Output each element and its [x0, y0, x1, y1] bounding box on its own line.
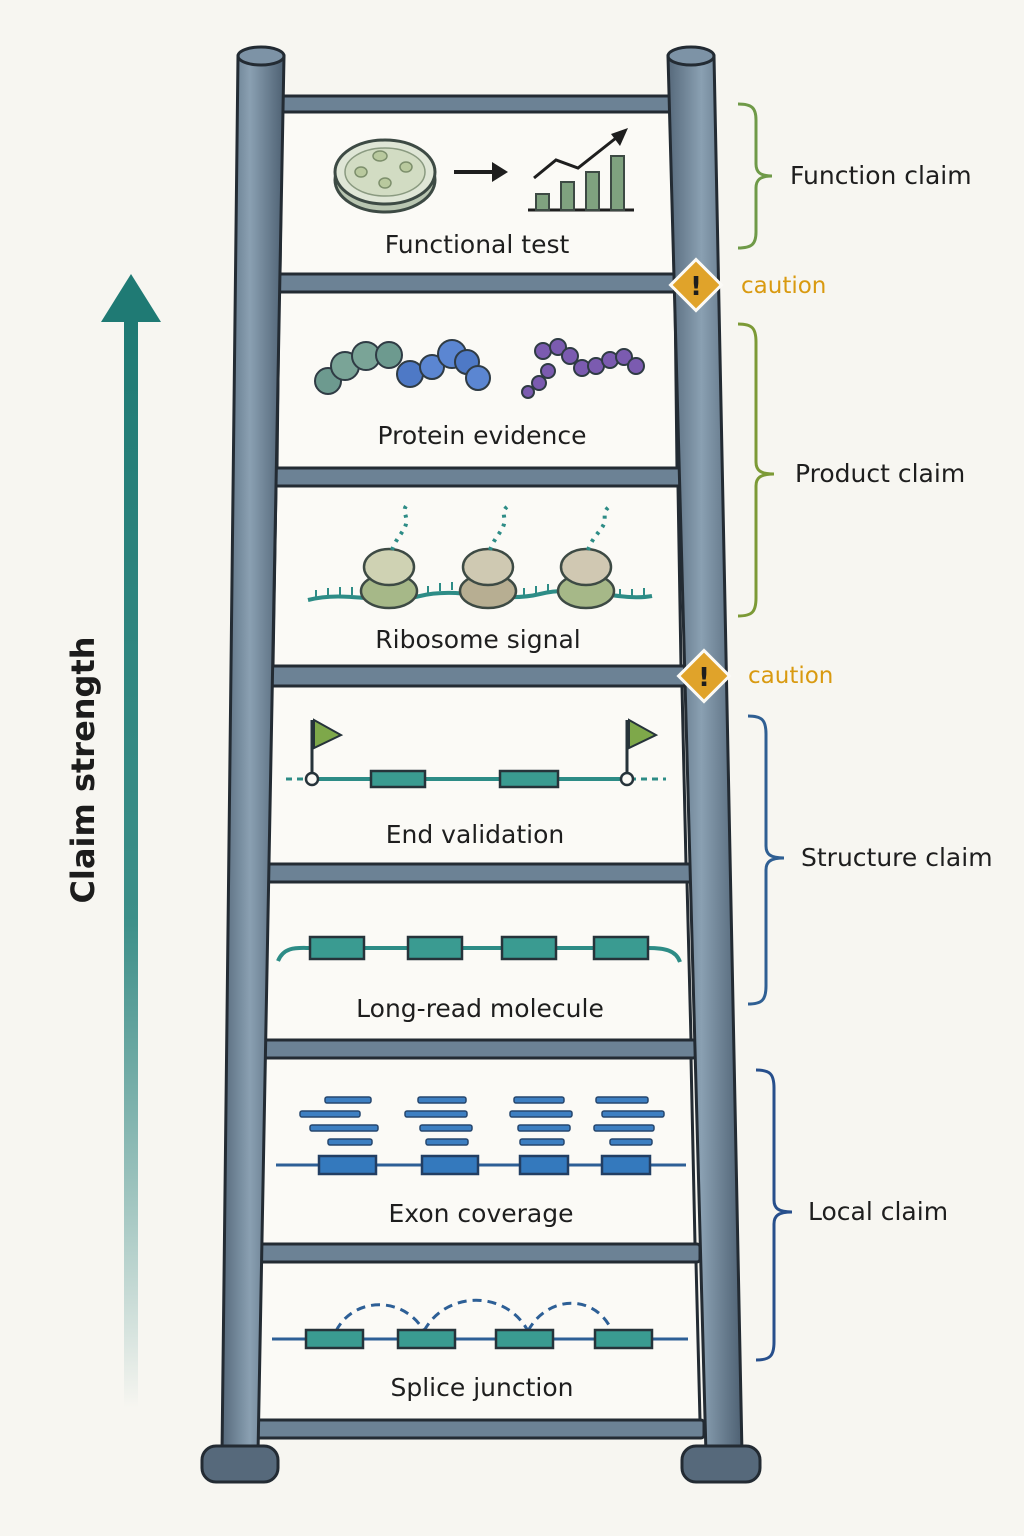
- rung-label-functional-test: Functional test: [385, 230, 570, 259]
- caution-exclamation-icon: !: [690, 272, 702, 302]
- caution-exclamation-icon: !: [698, 663, 710, 693]
- bracket-local-claim: [755, 1068, 793, 1362]
- bracket-product-claim: [737, 322, 775, 618]
- rung-bar: [276, 94, 680, 114]
- claim-label-function: Function claim: [790, 161, 972, 190]
- rung-label-exon-coverage: Exon coverage: [389, 1199, 574, 1228]
- rung-bar: [270, 466, 686, 488]
- rung-bar: [274, 272, 682, 294]
- rung-label-protein-evidence: Protein evidence: [378, 421, 587, 450]
- claim-strength-arrow: [101, 274, 161, 1408]
- ladder-left-rail: [200, 45, 286, 1484]
- splice-junction-icon: [272, 1298, 688, 1350]
- claim-label-product: Product claim: [795, 459, 965, 488]
- bracket-structure-claim: [747, 714, 785, 1006]
- rung-bar: [262, 862, 694, 884]
- caution-marker: !: [676, 648, 732, 704]
- rung-label-end-validation: End validation: [386, 820, 565, 849]
- rung-bar: [254, 1242, 702, 1264]
- axis-label: Claim strength: [64, 636, 102, 903]
- exon-coverage-icon: [276, 1096, 686, 1176]
- ribosome-icon: [307, 504, 653, 610]
- caution-label: caution: [748, 663, 833, 689]
- ladder-right-rail: [666, 45, 762, 1484]
- rung-label-splice-junction: Splice junction: [391, 1373, 574, 1402]
- rung-label-ribosome-signal: Ribosome signal: [375, 625, 580, 654]
- caution-marker: !: [668, 257, 724, 313]
- claim-label-structure: Structure claim: [801, 843, 993, 872]
- bracket-function-claim: [737, 102, 773, 250]
- functional-test-icon: [333, 128, 634, 214]
- rung-bar: [266, 664, 690, 688]
- protein-chains-icon: [314, 338, 645, 399]
- rung-bar: [250, 1418, 706, 1440]
- end-flags-icon: [286, 718, 666, 789]
- caution-label: caution: [741, 273, 826, 299]
- rung-label-long-read-molecule: Long-read molecule: [356, 994, 604, 1023]
- rung-bar: [258, 1038, 698, 1060]
- long-read-icon: [276, 935, 682, 963]
- claim-label-local: Local claim: [808, 1197, 948, 1226]
